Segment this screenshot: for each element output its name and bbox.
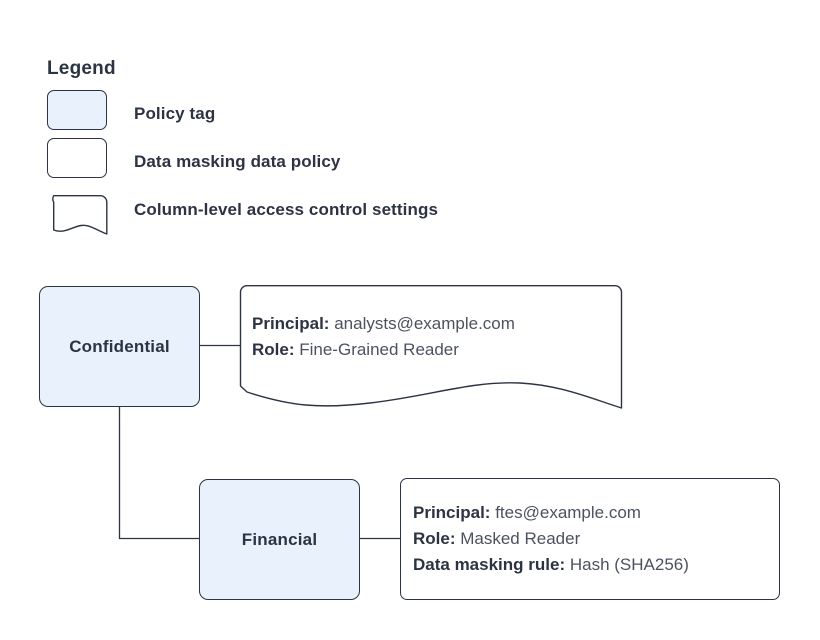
callout-line-key: Role: bbox=[413, 529, 456, 548]
callout-line: Principal: ftes@example.com bbox=[413, 500, 779, 526]
node-financial[interactable]: Financial bbox=[199, 479, 360, 600]
callout-financial: Principal: ftes@example.com Role: Masked… bbox=[400, 478, 780, 600]
callout-line-value: Masked Reader bbox=[460, 529, 581, 548]
callout-line-key: Data masking rule: bbox=[413, 555, 566, 574]
callout-line-value: Fine-Grained Reader bbox=[299, 339, 459, 359]
callout-line: Principal: analysts@example.com bbox=[252, 311, 622, 337]
node-confidential[interactable]: Confidential bbox=[39, 286, 200, 407]
legend-item-column-access-settings: Column-level access control settings bbox=[47, 186, 438, 234]
policy-tag-swatch-shape bbox=[47, 90, 107, 130]
callout-line-value: Hash (SHA256) bbox=[569, 555, 689, 574]
legend-item-data-masking-policy-label: Data masking data policy bbox=[134, 152, 341, 171]
data-masking-policy-swatch bbox=[47, 138, 107, 178]
legend: Legend Policy tag Data masking data poli… bbox=[47, 58, 438, 234]
legend-item-data-masking-policy: Data masking data policy bbox=[47, 138, 340, 186]
policy-tag-swatch bbox=[47, 90, 107, 130]
callout-line: Role: Masked Reader bbox=[413, 526, 779, 552]
callout-line-value: ftes@example.com bbox=[495, 503, 641, 522]
callout-confidential-text: Principal: analysts@example.com Role: Fi… bbox=[252, 311, 622, 363]
callout-line-value: analysts@example.com bbox=[334, 313, 515, 333]
callout-line: Role: Fine-Grained Reader bbox=[252, 337, 622, 363]
connector-confidential-to-financial bbox=[118, 407, 199, 540]
legend-item-policy-tag-label: Policy tag bbox=[134, 104, 216, 123]
callout-confidential: Principal: analysts@example.com Role: Fi… bbox=[240, 285, 622, 410]
callout-financial-text: Principal: ftes@example.com Role: Masked… bbox=[413, 500, 779, 578]
data-masking-policy-swatch-shape bbox=[47, 138, 107, 178]
legend-item-policy-tag: Policy tag bbox=[47, 90, 215, 138]
legend-item-column-access-settings-label: Column-level access control settings bbox=[134, 200, 439, 219]
callout-line: Data masking rule: Hash (SHA256) bbox=[413, 552, 779, 578]
callout-line-key: Principal: bbox=[252, 313, 330, 333]
legend-title: Legend bbox=[47, 58, 116, 79]
callout-line-key: Role: bbox=[252, 339, 295, 359]
callout-line-key: Principal: bbox=[413, 503, 491, 522]
